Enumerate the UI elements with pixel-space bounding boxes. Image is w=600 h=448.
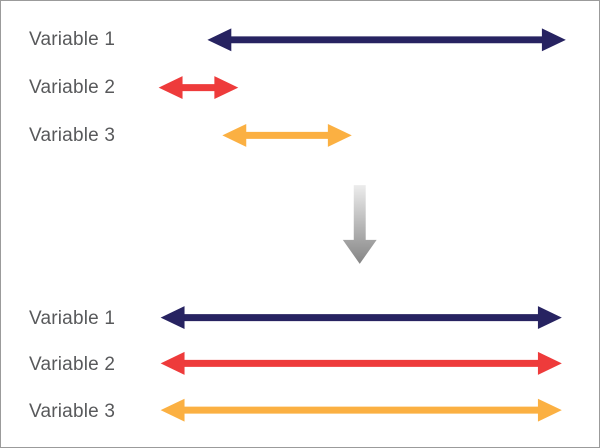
label-before-variable-2: Variable 2 bbox=[29, 77, 116, 98]
label-before-variable-3: Variable 3 bbox=[29, 125, 116, 146]
double-arrow-after-variable-3 bbox=[160, 398, 562, 422]
label-after-variable-1: Variable 1 bbox=[29, 308, 116, 329]
label-after-variable-2: Variable 2 bbox=[29, 354, 116, 375]
label-before-variable-1: Variable 1 bbox=[29, 29, 116, 50]
double-arrow-before-variable-1 bbox=[207, 28, 566, 52]
double-arrow-after-variable-2 bbox=[160, 351, 562, 375]
transform-down-arrow bbox=[342, 185, 377, 264]
label-after-variable-3: Variable 3 bbox=[29, 401, 116, 422]
double-arrow-before-variable-3 bbox=[222, 123, 352, 147]
double-arrow-after-variable-1 bbox=[160, 306, 562, 330]
double-arrow-before-variable-2 bbox=[158, 76, 239, 100]
